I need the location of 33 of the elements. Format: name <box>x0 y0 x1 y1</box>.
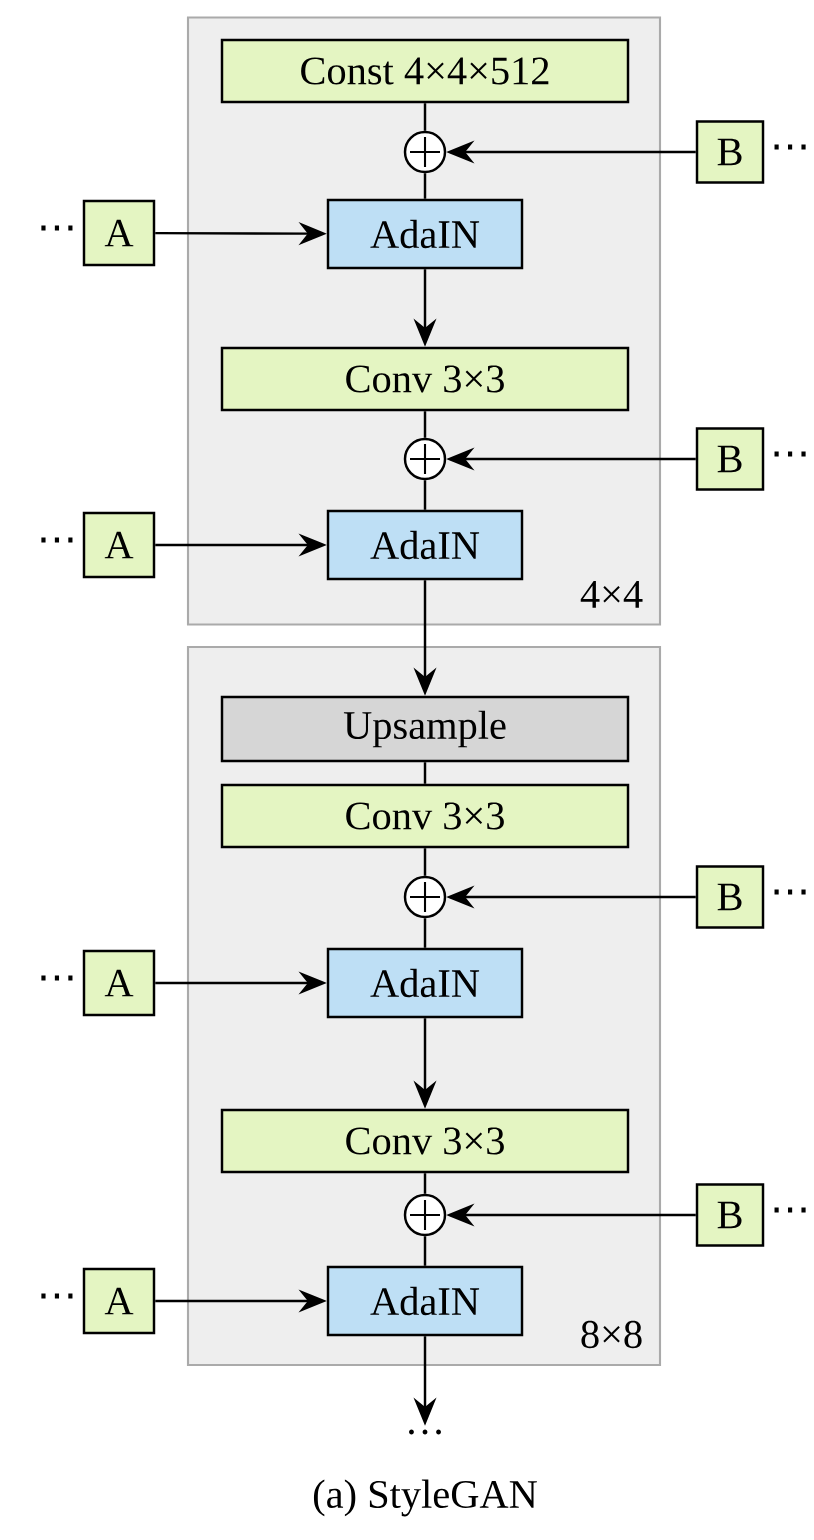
layer-box: B <box>695 1183 765 1247</box>
layer-box: Conv 3×3 <box>220 346 630 412</box>
ellipsis-dots: ⋯ <box>41 537 73 543</box>
layer-box: Const 4×4×512 <box>220 38 630 104</box>
adain-box: AdaIN <box>326 1265 524 1337</box>
add-circle <box>403 875 447 919</box>
layer-box: A <box>82 199 156 267</box>
adain-box: AdaIN <box>326 947 524 1019</box>
layer-box: B <box>695 865 765 929</box>
layer-box: A <box>82 949 156 1017</box>
block-size-label: 8×8 <box>581 1320 642 1349</box>
block-size-label: 4×4 <box>580 581 643 608</box>
layer-box: Conv 3×3 <box>220 783 630 849</box>
ellipsis-dots: ⋯ <box>41 1293 73 1299</box>
continuation-dots: … <box>409 1429 441 1435</box>
upsample-box: Upsample <box>220 695 630 763</box>
ellipsis-dots: ⋯ <box>774 889 806 895</box>
adain-box: AdaIN <box>326 198 524 270</box>
layer-box: Conv 3×3 <box>220 1108 630 1174</box>
layer-box: A <box>82 511 156 579</box>
ellipsis-dots: ⋯ <box>774 144 806 150</box>
layer-box: B <box>695 120 765 184</box>
layer-box: A <box>82 1267 156 1335</box>
add-circle <box>403 130 447 174</box>
layer-box: B <box>695 427 765 491</box>
caption: (a) StyleGAN <box>313 1479 537 1517</box>
ellipsis-dots: ⋯ <box>774 451 806 457</box>
add-circle <box>403 437 447 481</box>
add-circle <box>403 1193 447 1237</box>
ellipsis-dots: ⋯ <box>41 225 73 231</box>
ellipsis-dots: ⋯ <box>774 1207 806 1213</box>
ellipsis-dots: ⋯ <box>41 975 73 981</box>
adain-box: AdaIN <box>326 509 524 581</box>
